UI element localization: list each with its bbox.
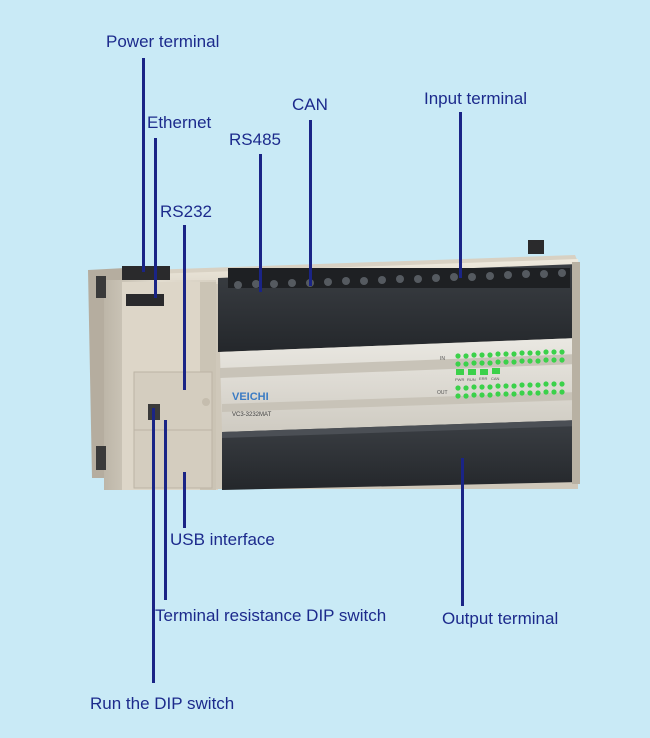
led-label-can: CAN — [491, 376, 500, 381]
leader-ethernet — [154, 138, 157, 298]
leader-can — [309, 120, 312, 286]
leader-input-terminal — [459, 112, 462, 278]
leader-rs232 — [183, 225, 186, 390]
label-rs485: RS485 — [229, 130, 281, 149]
label-power-terminal: Power terminal — [106, 32, 220, 51]
input-terminal-screws — [234, 269, 566, 289]
plc-main-body — [216, 240, 580, 490]
led-bank-input — [455, 349, 565, 367]
leader-usb-interface — [183, 472, 186, 528]
plc-left-module — [88, 266, 218, 490]
label-run-dip: Run the DIP switch — [90, 694, 235, 713]
led-label-err: ERR — [479, 376, 488, 381]
device-brand: VEICHI — [232, 391, 269, 403]
label-terminal-resistance-dip: Terminal resistance DIP switch — [155, 606, 387, 625]
leader-run-dip — [152, 408, 155, 683]
label-ethernet: Ethernet — [147, 113, 212, 132]
leader-power-terminal — [142, 58, 145, 272]
label-rs232: RS232 — [160, 202, 212, 221]
leader-output-terminal — [461, 458, 464, 606]
device-out-label: OUT — [437, 390, 448, 396]
label-output-terminal: Output terminal — [442, 609, 559, 628]
leader-terminal-resistance-dip — [164, 420, 167, 600]
led-label-pwr: PWR — [455, 377, 464, 382]
device-in-label: IN — [440, 356, 445, 362]
status-leds — [456, 368, 500, 375]
led-bank-output — [455, 381, 565, 399]
leader-rs485 — [259, 154, 262, 292]
label-input-terminal: Input terminal — [424, 89, 527, 108]
label-can: CAN — [292, 95, 328, 114]
label-usb-interface: USB interface — [170, 530, 275, 549]
led-label-run: RUN — [467, 377, 476, 382]
device-model: VC3-3232MAT — [232, 412, 272, 418]
